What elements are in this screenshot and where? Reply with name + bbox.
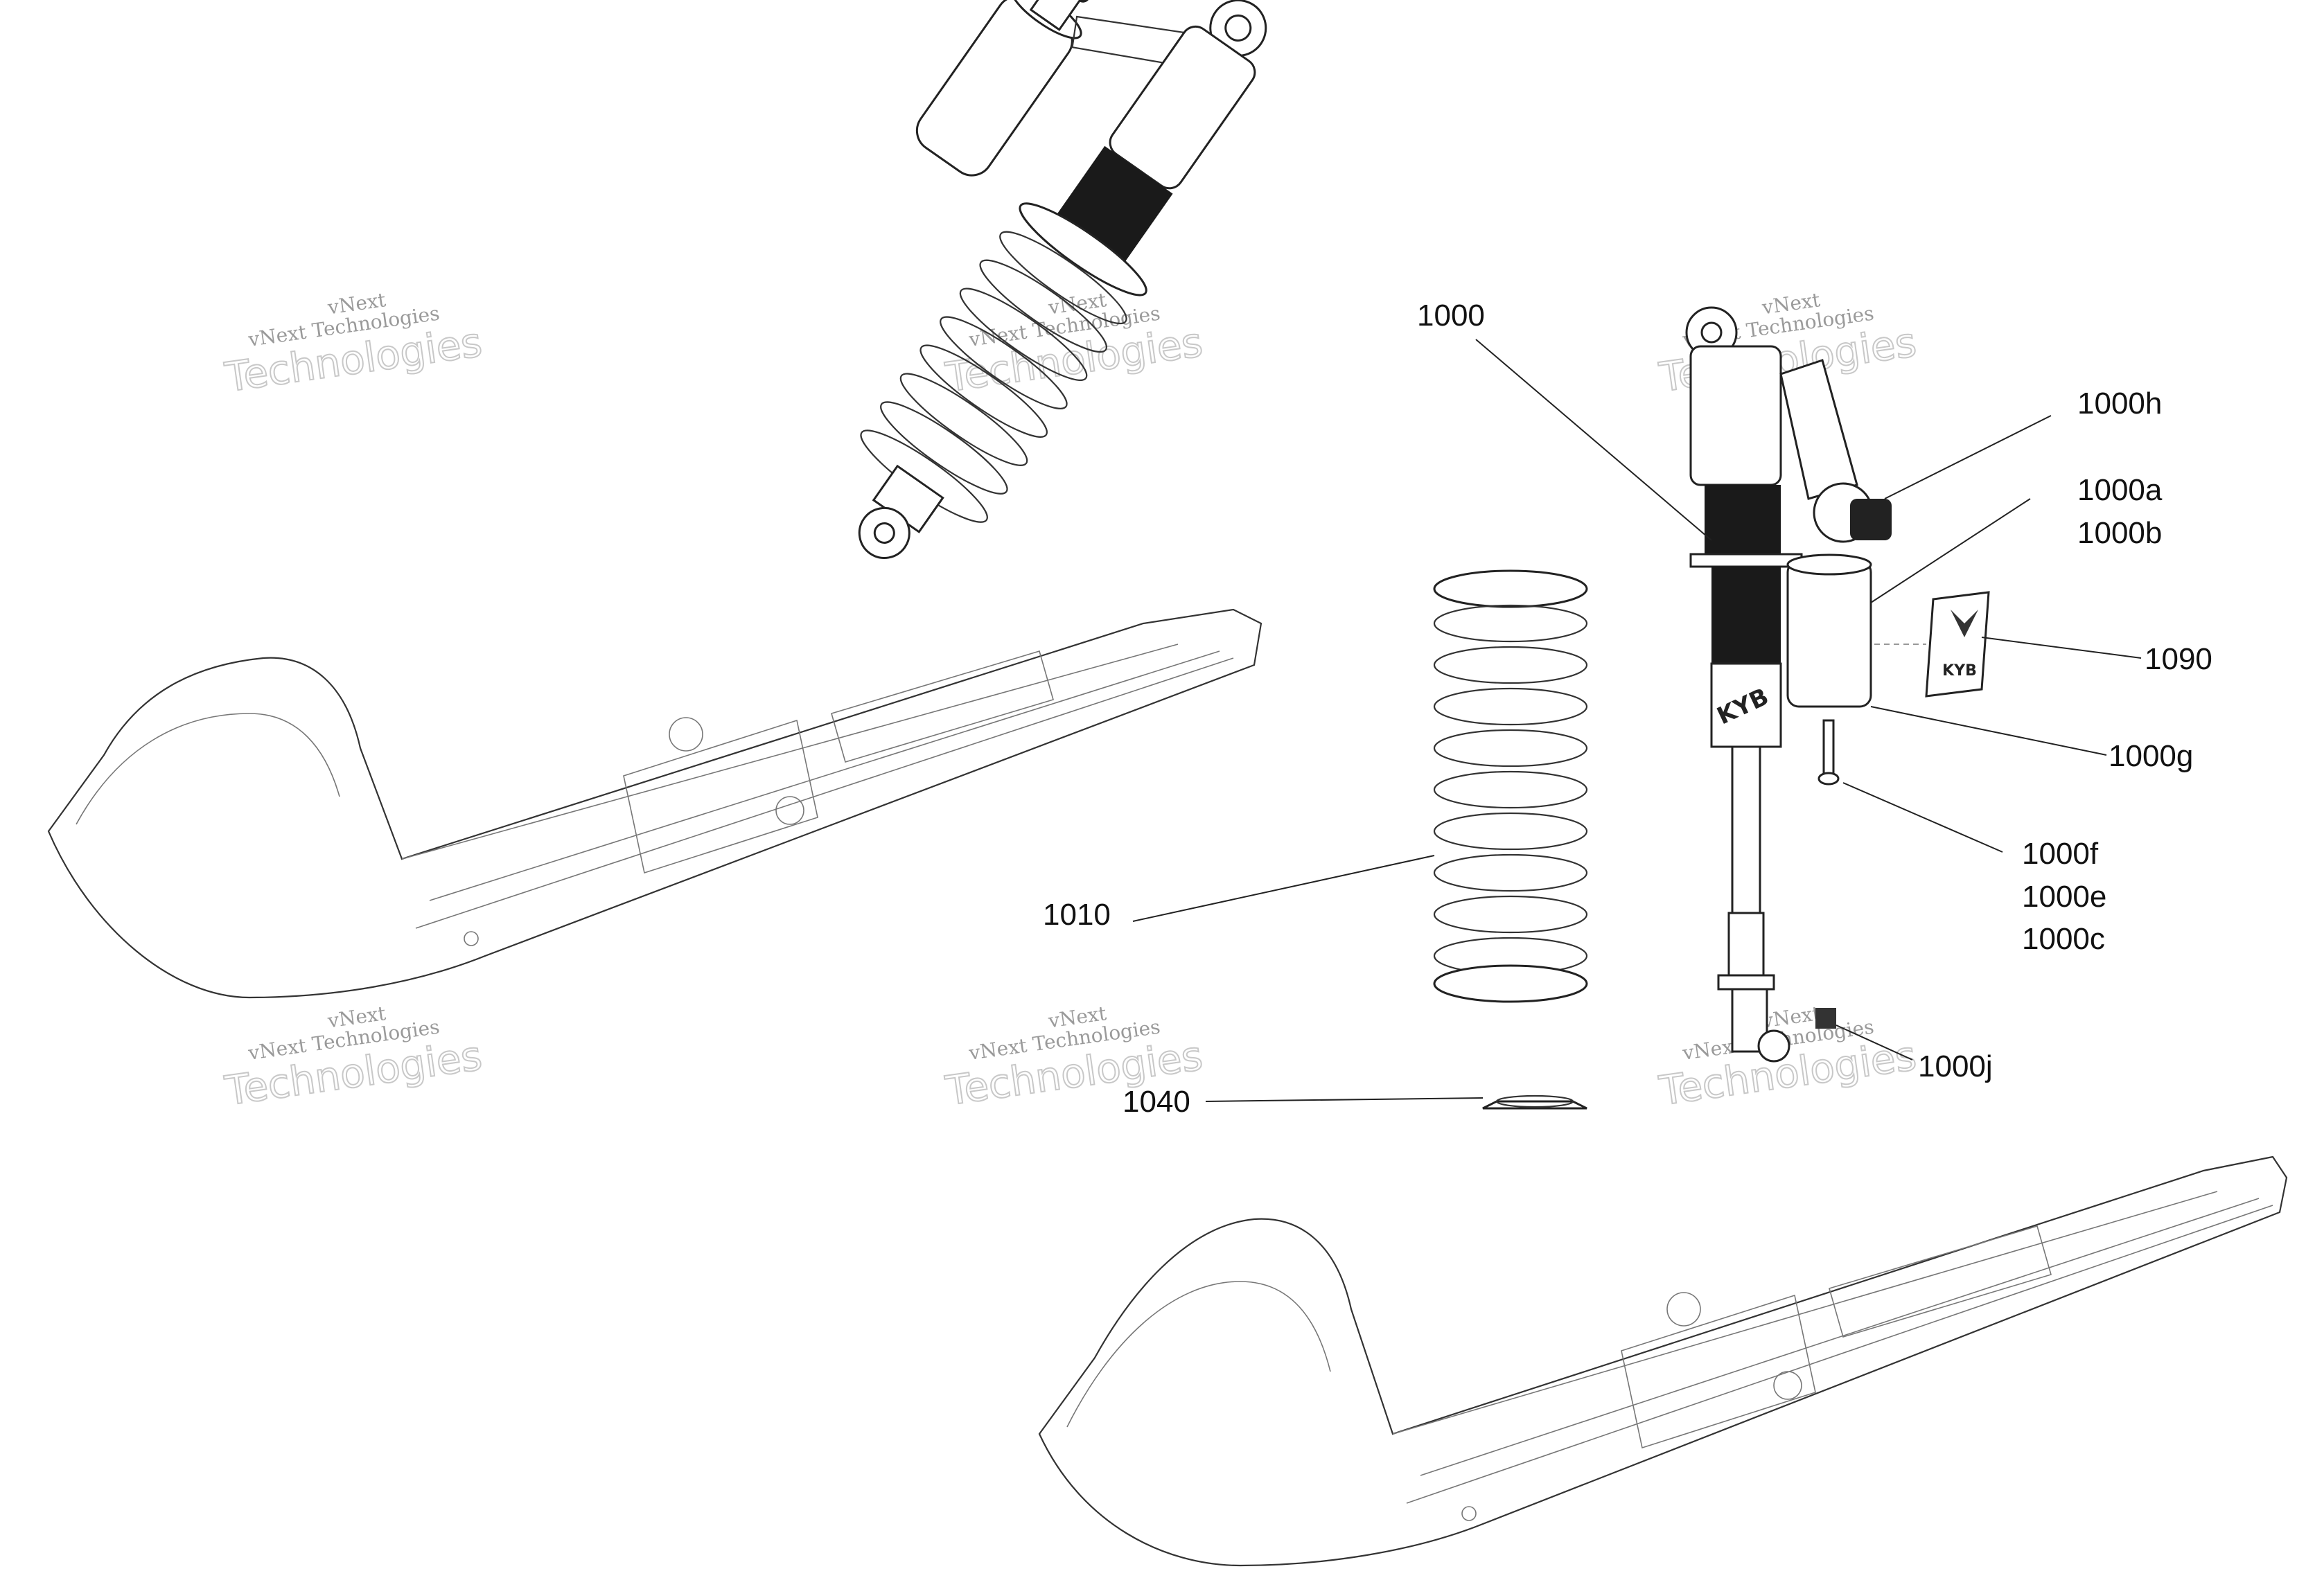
clevis-nut xyxy=(1815,1008,1836,1029)
part-label-1000f: 1000f xyxy=(2022,837,2099,871)
leader-1000h xyxy=(1884,415,2052,499)
reservoir-arm xyxy=(1779,359,1858,500)
leader-lines xyxy=(1132,339,2142,1102)
watermark: vNext vNext Technologies Technologies xyxy=(221,1002,485,1115)
part-label-1000h: 1000h xyxy=(2077,387,2162,420)
shock-bottom-seat xyxy=(1717,974,1775,991)
shock-collar xyxy=(1689,553,1803,568)
shock-lower-body-end xyxy=(1727,912,1765,977)
valve-screw xyxy=(1822,719,1835,777)
shock-dark-band xyxy=(1711,567,1781,664)
top-eyelet-hole xyxy=(1224,14,1252,42)
ski-bolt xyxy=(1773,1371,1802,1400)
part-label-1000: 1000 xyxy=(1417,299,1485,332)
spacer-part xyxy=(1482,1094,1587,1110)
leader-1000a xyxy=(1870,498,2031,603)
ski-illustration-lower xyxy=(1038,1155,2288,1567)
ski-illustration-upper xyxy=(47,608,1262,999)
decal-part: KYB xyxy=(1874,591,1990,698)
ski-handle-inner xyxy=(1066,1281,1331,1428)
part-label-1000g: 1000g xyxy=(2109,739,2193,773)
coil-spring xyxy=(860,202,1147,523)
ski-mount-rear xyxy=(1829,1225,2052,1338)
shock-body xyxy=(1109,25,1256,190)
leader-1000f xyxy=(1842,782,2003,853)
decal-brand-mark: KYB xyxy=(1942,662,1977,680)
ski-runner xyxy=(1406,1205,2273,1504)
ski-outline xyxy=(47,608,1262,999)
leader-1000 xyxy=(1475,339,1712,541)
ski-mount-bracket xyxy=(623,719,818,874)
assembled-shock-illustration xyxy=(858,0,1267,559)
exploded-shock-part: KYB xyxy=(1685,306,1892,1063)
part-label-1040: 1040 xyxy=(1123,1085,1190,1119)
shock-dark-band xyxy=(1705,485,1781,554)
shock-upper-body xyxy=(1689,345,1782,486)
part-label-1000e: 1000e xyxy=(2022,880,2106,914)
adjuster-body xyxy=(1029,0,1085,31)
ski-mount-bracket xyxy=(1621,1294,1816,1449)
coil-spring-part xyxy=(1433,569,1588,1003)
ski-outline xyxy=(1038,1155,2288,1567)
ski-rail xyxy=(401,644,1179,860)
part-label-1000c: 1000c xyxy=(2022,922,2105,956)
ski-handle-inner xyxy=(76,713,340,825)
clevis-bolt xyxy=(1757,1029,1790,1063)
reservoir-cap xyxy=(1786,553,1872,576)
leader-1010 xyxy=(1132,855,1435,922)
shock-shaft xyxy=(1731,745,1761,914)
shock-lower-body xyxy=(1710,662,1782,748)
watermark: vNext vNext Technologies Technologies xyxy=(221,288,485,402)
ski-hole xyxy=(464,931,479,946)
leader-1000g xyxy=(1870,706,2107,756)
reservoir-canister xyxy=(1786,560,1872,708)
top-eyelet-hole xyxy=(1700,321,1723,344)
part-label-1000a: 1000a xyxy=(2077,473,2163,507)
ski-bolt xyxy=(775,796,804,825)
ski-mount-rear xyxy=(831,650,1054,763)
leader-1090 xyxy=(1981,637,2142,659)
valve-screw-head xyxy=(1817,772,1840,786)
ski-bolt xyxy=(1666,1292,1701,1327)
bottom-eyelet-hole xyxy=(873,522,895,544)
ski-runner xyxy=(415,657,1234,929)
part-label-1010: 1010 xyxy=(1043,898,1111,932)
watermark: vNext vNext Technologies Technologies xyxy=(942,288,1206,402)
ski-keel xyxy=(429,650,1220,901)
part-label-1000j: 1000j xyxy=(1918,1049,1993,1083)
ski-rail xyxy=(1392,1191,2218,1435)
part-label-1090: 1090 xyxy=(2145,642,2212,676)
ski-bolt xyxy=(669,717,703,752)
ski-keel xyxy=(1420,1198,2260,1476)
leader-1040 xyxy=(1205,1097,1484,1102)
adjuster-knob xyxy=(1850,499,1892,540)
ski-hole xyxy=(1461,1506,1477,1521)
leader-1000j xyxy=(1836,1025,1913,1061)
part-label-1000b: 1000b xyxy=(2077,516,2162,550)
